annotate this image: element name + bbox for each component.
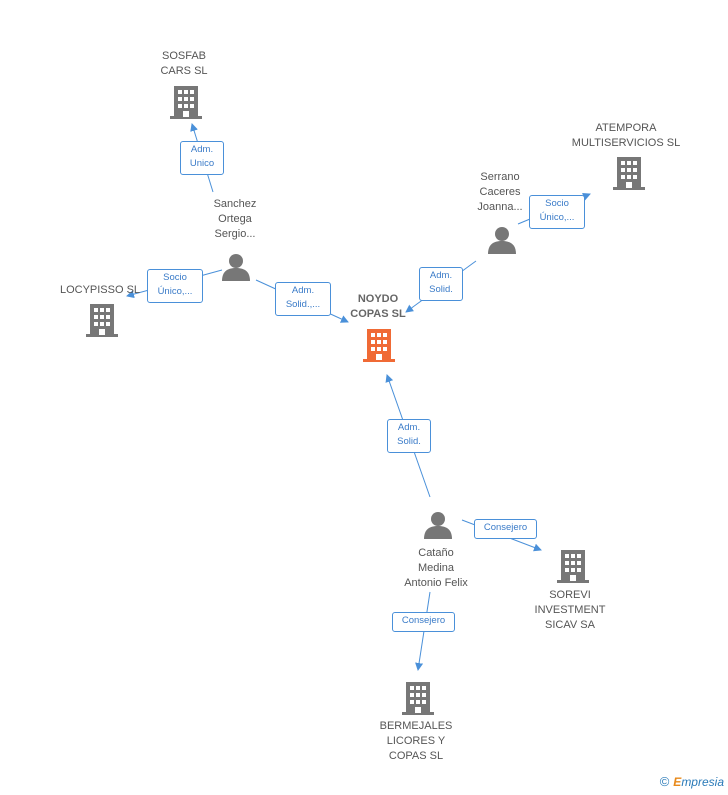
node-label-sosfab[interactable]: SOSFAB CARS SL [160, 50, 208, 77]
building-icon[interactable] [86, 304, 118, 337]
building-icon[interactable] [613, 157, 645, 190]
node-label-bermejales[interactable]: BERMEJALES LICORES Y COPAS SL [379, 720, 453, 762]
edge-label-catano-bermejales[interactable]: Consejero [392, 612, 455, 632]
building-icon[interactable] [170, 86, 202, 119]
edge-label-catano-center[interactable]: Adm. Solid. [387, 419, 431, 453]
building-icon[interactable] [363, 329, 395, 362]
node-label-atempora[interactable]: ATEMPORA MULTISERVICIOS SL [571, 122, 681, 149]
edge-label-sanchez-center[interactable]: Adm. Solid.,... [275, 282, 331, 316]
node-label-serrano[interactable]: Serrano Caceres Joanna... [477, 171, 523, 213]
node-label-locypisso[interactable]: LOCYPISSO SL [59, 284, 141, 296]
node-label-center[interactable]: NOYDO COPAS SL [350, 293, 406, 320]
edge-label-sanchez-locypisso[interactable]: Socio Único,... [147, 269, 203, 303]
edge-label-catano-sorevi[interactable]: Consejero [474, 519, 537, 539]
node-label-sorevi[interactable]: SOREVI INVESTMENT SICAV SA [534, 589, 606, 631]
building-icon[interactable] [557, 550, 589, 583]
edge-label-serrano-center[interactable]: Adm. Solid. [419, 267, 463, 301]
person-icon[interactable] [488, 227, 516, 254]
brand-e: E [673, 775, 682, 789]
node-label-sanchez[interactable]: Sanchez Ortega Sergio... [213, 198, 257, 240]
person-icon[interactable] [222, 254, 250, 281]
building-icon[interactable] [402, 682, 434, 715]
edge-label-serrano-atempora[interactable]: Socio Único,... [529, 195, 585, 229]
edge-label-sanchez-sosfab[interactable]: Adm. Unico [180, 141, 224, 175]
copyright-symbol: © [659, 774, 670, 789]
empresia-logo[interactable]: ©Empresia [660, 774, 724, 789]
brand-name: mpresia [681, 775, 724, 789]
person-icon[interactable] [424, 512, 452, 539]
node-label-catano[interactable]: Cataño Medina Antonio Felix [404, 547, 468, 589]
